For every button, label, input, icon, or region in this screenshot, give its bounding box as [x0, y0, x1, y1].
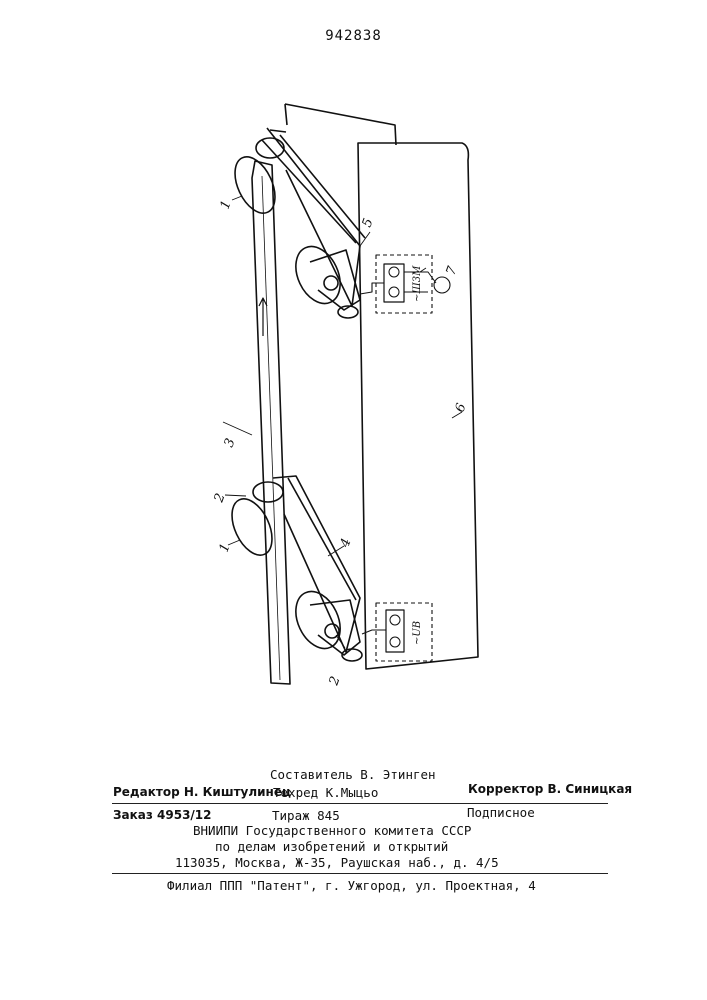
- back-plate: [285, 104, 396, 145]
- box-bottom-text: ~UВ: [412, 621, 423, 645]
- branch-line: Филиал ППП "Патент", г. Ужгород, ул. Про…: [167, 878, 536, 893]
- top-rule: [112, 803, 608, 804]
- box-top-text: ~Ш3М: [412, 265, 423, 302]
- label-belt-lower: 2: [326, 674, 343, 688]
- org-line-2: по делам изобретений и открытий: [215, 839, 448, 854]
- subscription-line: Подписное: [467, 805, 535, 820]
- techred-line: Техред К.Мыцьо: [273, 785, 378, 800]
- editor-line: Редактор Н. Киштулинец: [113, 785, 291, 799]
- label-sensor: 5: [360, 216, 377, 229]
- corrector-line: Корректор В. Синицкая: [468, 782, 632, 796]
- circulation-line: Тираж 845: [272, 808, 340, 823]
- label-roller-top: 1: [218, 198, 235, 211]
- indicator-dial: [434, 277, 450, 293]
- composer-line: Составитель В. Этинген: [270, 767, 436, 782]
- order-line: Заказ 4953/12: [113, 808, 212, 822]
- lower-roller: [224, 493, 280, 562]
- org-line-1: ВНИИПИ Государственного комитета СССР: [193, 823, 471, 838]
- label-belt-left: 2: [211, 491, 228, 505]
- org-line-3: 113035, Москва, Ж-35, Раушская наб., д. …: [175, 855, 499, 870]
- bottom-rule: [112, 873, 608, 874]
- label-indicator: 7: [444, 264, 461, 278]
- label-arrow: 3: [222, 436, 239, 449]
- label-frame: 6: [453, 401, 470, 414]
- direction-arrow: [259, 298, 267, 336]
